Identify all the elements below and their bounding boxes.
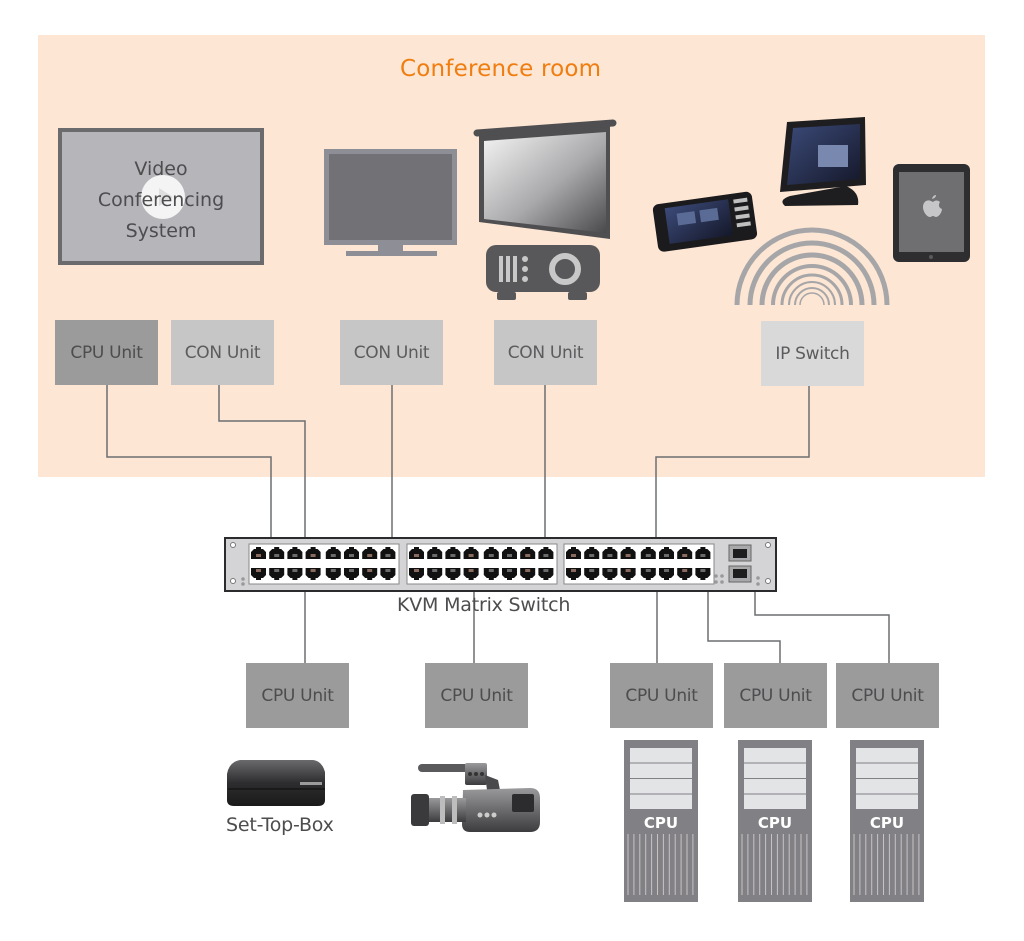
projection-screen-icon	[473, 119, 617, 239]
rj45-port	[640, 568, 656, 580]
touch-panel-icon	[652, 191, 758, 252]
cpu-tower-icon: CPU	[738, 740, 812, 902]
lower-cpu-unit-5: CPU Unit	[836, 663, 939, 728]
rj45-port	[463, 547, 479, 559]
connection-lines	[106, 385, 890, 663]
conference-room-title: Conference room	[400, 56, 602, 82]
room-cpu-unit: CPU Unit	[55, 320, 158, 385]
lower-cpu-unit-2: CPU Unit	[425, 663, 528, 728]
desk-touch-panel-icon	[780, 117, 866, 206]
rj45-port	[483, 568, 499, 580]
line-cpu-room	[106, 385, 272, 539]
rj45-port	[251, 547, 266, 559]
monitor-icon	[324, 149, 457, 256]
indicator-dot	[241, 582, 245, 586]
rj45-port	[502, 568, 517, 580]
rj45-port	[445, 547, 461, 559]
video-camera-icon	[411, 763, 540, 832]
rj45-port	[695, 547, 711, 559]
lower-cpu-unit-4: CPU Unit	[724, 663, 827, 728]
cpu-tower-icon: CPU	[850, 740, 924, 902]
rj45-port	[380, 568, 396, 580]
indicator-dot	[720, 574, 724, 578]
cpu-tower-icon: CPU	[624, 740, 698, 902]
lower-cpu-unit-3: CPU Unit	[610, 663, 713, 728]
video-conferencing-system: Video Conferencing System	[58, 128, 264, 265]
rj45-port	[445, 568, 461, 580]
rj45-port	[325, 568, 341, 580]
ip-switch: IP Switch	[761, 321, 864, 386]
room-con-unit-2: CON Unit	[340, 320, 443, 385]
rj45-port	[520, 568, 536, 580]
rj45-port	[305, 568, 321, 580]
kvm-matrix-switch	[224, 537, 777, 592]
rj45-port	[427, 568, 443, 580]
rj45-port	[344, 568, 359, 580]
rj45-port	[269, 568, 285, 580]
rj45-port	[520, 547, 536, 559]
rj45-port	[640, 547, 656, 559]
room-con-unit-1: CON Unit	[171, 320, 274, 385]
rj45-port	[602, 568, 618, 580]
rj45-port	[362, 568, 378, 580]
rj45-port	[463, 568, 479, 580]
rj45-port	[502, 547, 517, 559]
rj45-port	[362, 547, 378, 559]
rj45-port	[659, 547, 674, 559]
rj45-port	[584, 547, 600, 559]
set-top-box-label: Set-Top-Box	[226, 814, 334, 836]
rj45-port	[584, 568, 600, 580]
rj45-port	[483, 547, 499, 559]
set-top-box-icon	[227, 760, 325, 806]
rj45-port	[409, 547, 424, 559]
rj45-port	[538, 547, 554, 559]
rj45-port	[659, 568, 674, 580]
rj45-port	[287, 547, 303, 559]
rj45-port	[695, 568, 711, 580]
kvm-switch-label: KVM Matrix Switch	[397, 594, 571, 616]
rj45-port	[380, 547, 396, 559]
rj45-port	[602, 547, 618, 559]
rj45-port	[269, 547, 285, 559]
rj45-port	[677, 568, 693, 580]
rj45-port	[287, 568, 303, 580]
indicator-dot	[756, 576, 760, 580]
indicator-dot	[714, 580, 718, 584]
room-con-unit-3: CON Unit	[494, 320, 597, 385]
rj45-port	[677, 547, 693, 559]
projector-icon	[486, 245, 600, 300]
indicator-dot	[714, 574, 718, 578]
rj45-port	[620, 547, 636, 559]
lower-cpu-unit-1: CPU Unit	[246, 663, 349, 728]
line-lower-5	[754, 591, 890, 663]
line-ip-switch	[655, 385, 810, 539]
rj45-port	[566, 547, 581, 559]
line-lower-4	[707, 591, 781, 663]
rj45-port	[251, 568, 266, 580]
wireless-signal-icon	[734, 227, 890, 306]
rj45-port	[538, 568, 554, 580]
rj45-port	[344, 547, 359, 559]
cpu-tower-label: CPU	[758, 814, 792, 832]
video-conferencing-label: Video Conferencing System	[97, 158, 225, 242]
rj45-port	[620, 568, 636, 580]
cpu-tower-label: CPU	[870, 814, 904, 832]
line-con-1	[218, 385, 306, 539]
rj45-port	[566, 568, 581, 580]
indicator-dot	[756, 582, 760, 586]
play-icon	[141, 175, 185, 219]
rj45-port	[305, 547, 321, 559]
rj45-port	[427, 547, 443, 559]
indicator-dot	[720, 580, 724, 584]
cpu-tower-label: CPU	[644, 814, 678, 832]
rj45-port	[409, 568, 424, 580]
indicator-dot	[241, 577, 245, 581]
tablet-icon	[893, 164, 970, 262]
rj45-port	[325, 547, 341, 559]
